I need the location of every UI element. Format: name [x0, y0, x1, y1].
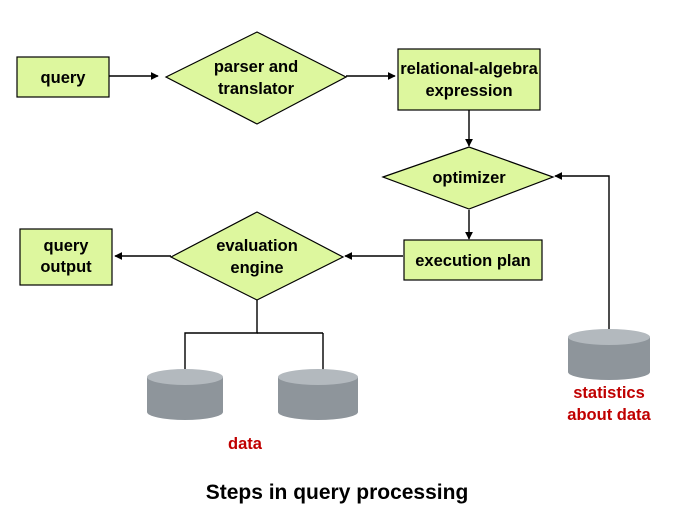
- node-relational-box: [397, 48, 541, 111]
- node-relational-label-line2: expression: [425, 82, 512, 100]
- node-evaluation-engine: evaluation engine: [169, 211, 345, 301]
- statistics-label-line2: about data: [567, 406, 651, 424]
- data-cylinder-right-body: [278, 377, 358, 420]
- node-evaluation-label-line1: evaluation: [216, 237, 298, 255]
- node-query-output-label-line2: output: [40, 258, 92, 276]
- node-evaluation-label-line2: engine: [230, 259, 283, 277]
- node-query-label: query: [41, 69, 87, 87]
- data-cylinder-left: [147, 369, 223, 420]
- node-optimizer-label: optimizer: [432, 169, 506, 187]
- statistics-cylinder-top: [568, 329, 650, 345]
- node-execution-plan-label: execution plan: [415, 252, 531, 270]
- diagram-caption: Steps in query processing: [206, 481, 469, 504]
- node-relational-algebra: relational-algebra expression: [397, 48, 541, 111]
- node-parser-label-line1: parser and: [214, 58, 298, 76]
- node-query-box: [16, 56, 110, 98]
- node-parser-label-line2: translator: [218, 80, 295, 98]
- data-cylinder-right-top: [278, 369, 358, 385]
- node-relational-label-line1: relational-algebra: [400, 60, 538, 78]
- data-cylinder-left-top: [147, 369, 223, 385]
- node-execution-plan-box: [403, 239, 543, 281]
- node-query-output-label-line1: query: [44, 237, 90, 255]
- edge-evaluation-to-data: [184, 300, 258, 370]
- data-cylinder-right: [278, 369, 358, 420]
- node-query-output-box: [19, 228, 113, 286]
- node-optimizer: optimizer: [381, 146, 555, 210]
- data-label: data: [228, 435, 263, 453]
- node-query-output: query output: [19, 228, 113, 286]
- node-query: query: [16, 56, 110, 98]
- statistics-cylinder: [568, 329, 650, 380]
- node-evaluation-diamond: [169, 211, 345, 301]
- edge-statistics-to-optimizer: [554, 172, 610, 331]
- statistics-label-line1: statistics: [573, 384, 645, 402]
- node-optimizer-diamond: [381, 146, 555, 210]
- data-cylinder-left-body: [147, 377, 223, 420]
- node-parser-diamond: [164, 31, 348, 125]
- statistics-cylinder-body: [568, 337, 650, 380]
- node-parser-translator: parser and translator: [164, 31, 348, 125]
- node-execution-plan: execution plan: [403, 239, 543, 281]
